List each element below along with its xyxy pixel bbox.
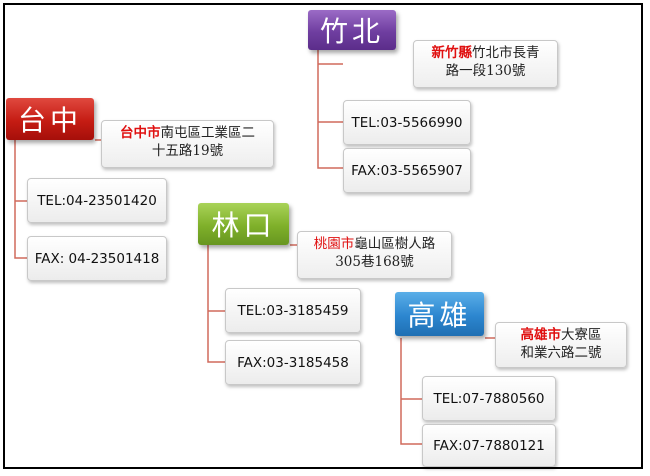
address-line1-kaohsiung: 大寮區 [561, 327, 602, 343]
address-line2-kaohsiung: 和業六路二號 [520, 345, 602, 361]
tel-box-taichung: TEL:04-23501420 [27, 178, 167, 223]
address-city-linkou: 桃園市 [313, 236, 355, 252]
tel-box-kaohsiung: TEL:07-7880560 [422, 376, 556, 421]
office-header-taichung: 台中 [6, 98, 94, 140]
fax-box-kaohsiung: FAX:07-7880121 [422, 424, 556, 467]
address-city-taichung: 台中市 [120, 125, 161, 141]
address-box-kaohsiung: 高雄市大寮區 和業六路二號 [495, 322, 627, 368]
address-line2-hsinchu: 路一段130號 [445, 63, 526, 79]
address-line1-hsinchu: 竹北市長青 [472, 45, 540, 61]
office-header-linkou: 林口 [198, 203, 289, 245]
tel-box-hsinchu: TEL:03-5566990 [343, 100, 471, 145]
tel-box-linkou: TEL:03-3185459 [225, 288, 361, 333]
fax-box-taichung: FAX: 04-23501418 [27, 236, 167, 281]
fax-box-linkou: FAX:03-3185458 [225, 340, 361, 385]
office-header-hsinchu: 竹北 [308, 10, 396, 50]
address-line2-taichung: 十五路19號 [151, 143, 224, 159]
address-city-kaohsiung: 高雄市 [520, 327, 562, 343]
address-city-hsinchu: 新竹縣 [431, 45, 473, 61]
address-line2-linkou: 305巷168號 [335, 254, 414, 270]
address-box-hsinchu: 新竹縣竹北市長青 路一段130號 [413, 40, 558, 88]
address-box-taichung: 台中市南屯區工業區二 十五路19號 [101, 120, 274, 168]
fax-box-hsinchu: FAX:03-5565907 [343, 148, 471, 193]
address-line1-taichung: 南屯區工業區二 [160, 125, 256, 141]
address-box-linkou: 桃園市龜山區樹人路 305巷168號 [297, 231, 452, 279]
office-header-kaohsiung: 高雄 [395, 292, 484, 336]
address-line1-linkou: 龜山區樹人路 [354, 236, 436, 252]
